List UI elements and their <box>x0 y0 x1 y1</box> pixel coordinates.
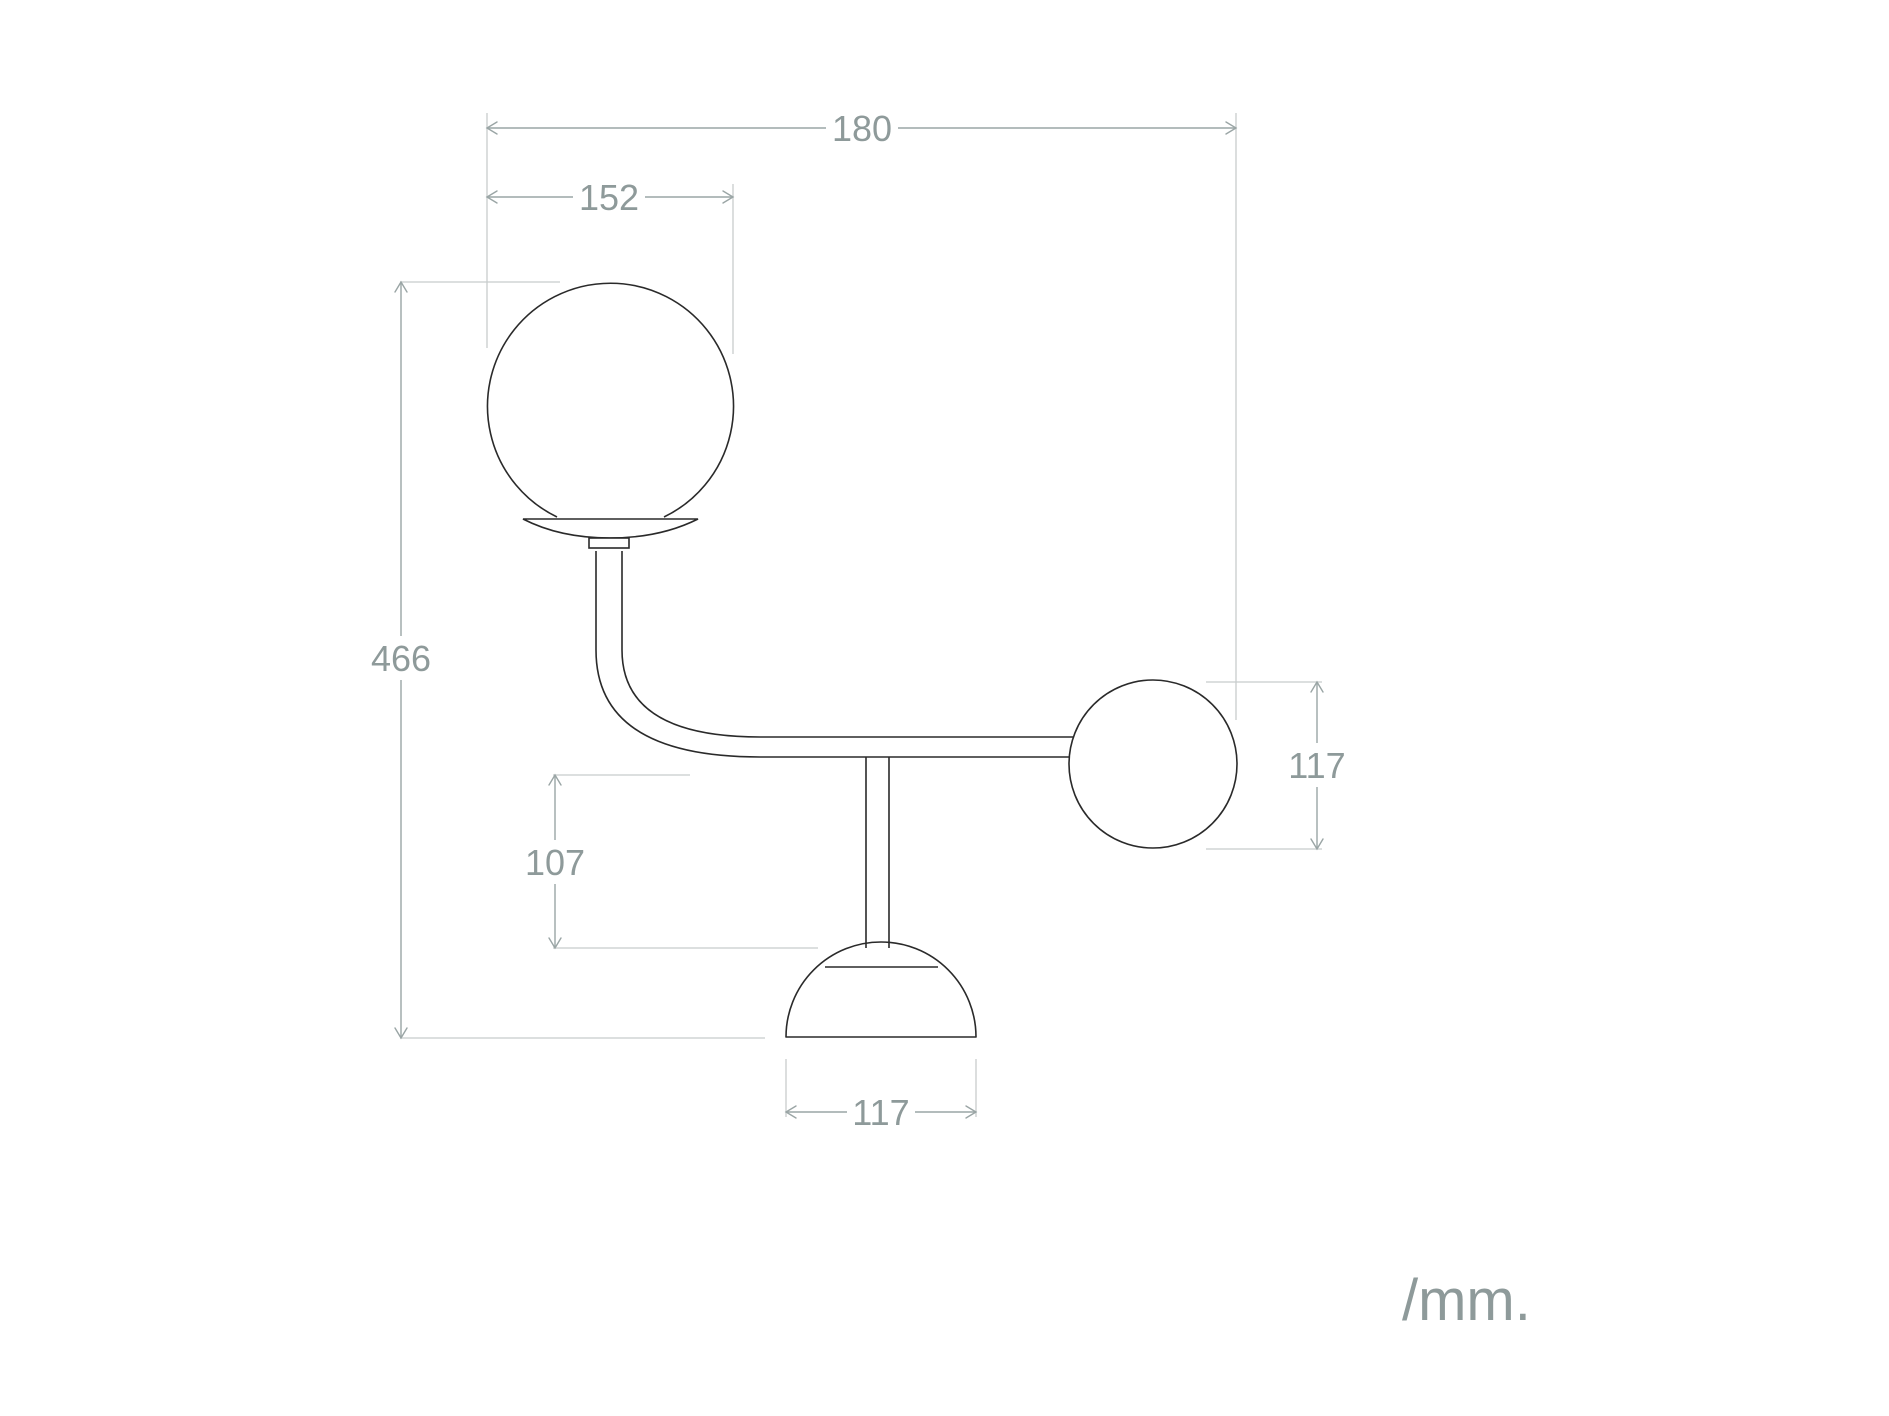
large-globe-socket <box>588 537 630 549</box>
dim-small-globe: 117 <box>1281 680 1353 851</box>
lamp-arm-outer <box>595 551 1076 758</box>
dim-overall-width: 180 <box>485 106 1238 150</box>
large-globe-cup <box>522 518 699 539</box>
small-globe <box>1068 679 1238 849</box>
lamp-arm-inner <box>621 551 1076 738</box>
lamp-outline <box>486 282 1238 1038</box>
units-label: /mm. <box>1402 1268 1531 1333</box>
dim-overall-height: 466 <box>365 280 437 1040</box>
dim-overall-width-label: 180 <box>832 108 892 149</box>
large-globe <box>486 282 735 518</box>
dim-base-label: 117 <box>852 1092 909 1133</box>
dim-stem-height-label: 107 <box>525 842 585 883</box>
dim-large-globe-label: 152 <box>579 177 639 218</box>
dim-base: 117 <box>784 1090 978 1134</box>
dim-small-globe-label: 117 <box>1288 745 1345 786</box>
dim-stem-height: 107 <box>519 773 591 950</box>
dim-large-globe: 152 <box>485 175 735 219</box>
extension-lines <box>400 113 1322 1117</box>
dim-overall-height-label: 466 <box>371 638 431 679</box>
lamp-base-dome <box>785 941 977 1038</box>
